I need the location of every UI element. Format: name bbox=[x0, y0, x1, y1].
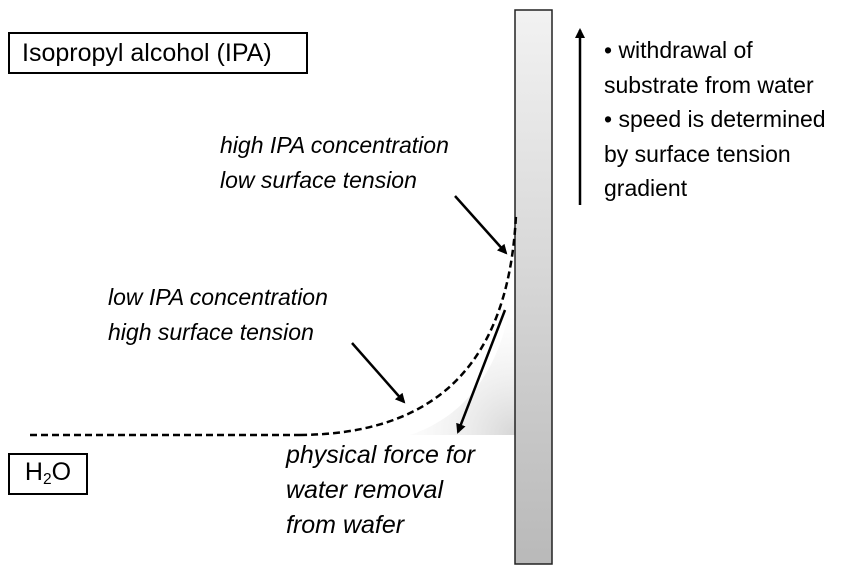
withdrawal-line4: by surface tension bbox=[604, 140, 791, 167]
low-ipa-arrow bbox=[351, 342, 406, 404]
force-label: physical force for water removal from wa… bbox=[286, 438, 475, 543]
high-ipa-line2: low surface tension bbox=[220, 166, 417, 193]
high-ipa-line1: high IPA concentration bbox=[220, 132, 449, 158]
high-ipa-label: high IPA concentration low surface tensi… bbox=[220, 128, 449, 197]
water-formula: H2O bbox=[24, 458, 72, 489]
meniscus-curve bbox=[299, 214, 518, 437]
ipa-label: Isopropyl alcohol (IPA) bbox=[22, 38, 272, 67]
force-line3: from wafer bbox=[286, 511, 405, 539]
withdrawal-line2: substrate from water bbox=[604, 71, 814, 98]
force-line2: water removal bbox=[286, 476, 443, 504]
withdrawal-line5: gradient bbox=[604, 175, 688, 201]
low-ipa-line2: high surface tension bbox=[108, 318, 314, 345]
low-ipa-line1: low IPA concentration bbox=[108, 284, 328, 310]
substrate-wafer bbox=[514, 9, 553, 565]
withdrawal-notes: • withdrawal of substrate from water • s… bbox=[604, 33, 826, 206]
ipa-label-box: Isopropyl alcohol (IPA) bbox=[8, 32, 308, 74]
water-label-box: H2O bbox=[8, 453, 88, 495]
force-arrow bbox=[456, 309, 507, 434]
withdrawal-line3: • speed is determined bbox=[604, 106, 826, 132]
withdrawal-line1: • withdrawal of bbox=[604, 37, 753, 63]
force-line1: physical force for bbox=[286, 441, 475, 469]
low-ipa-label: low IPA concentration high surface tensi… bbox=[108, 280, 328, 349]
high-ipa-arrow bbox=[454, 195, 508, 255]
meniscus-shade bbox=[410, 265, 515, 435]
